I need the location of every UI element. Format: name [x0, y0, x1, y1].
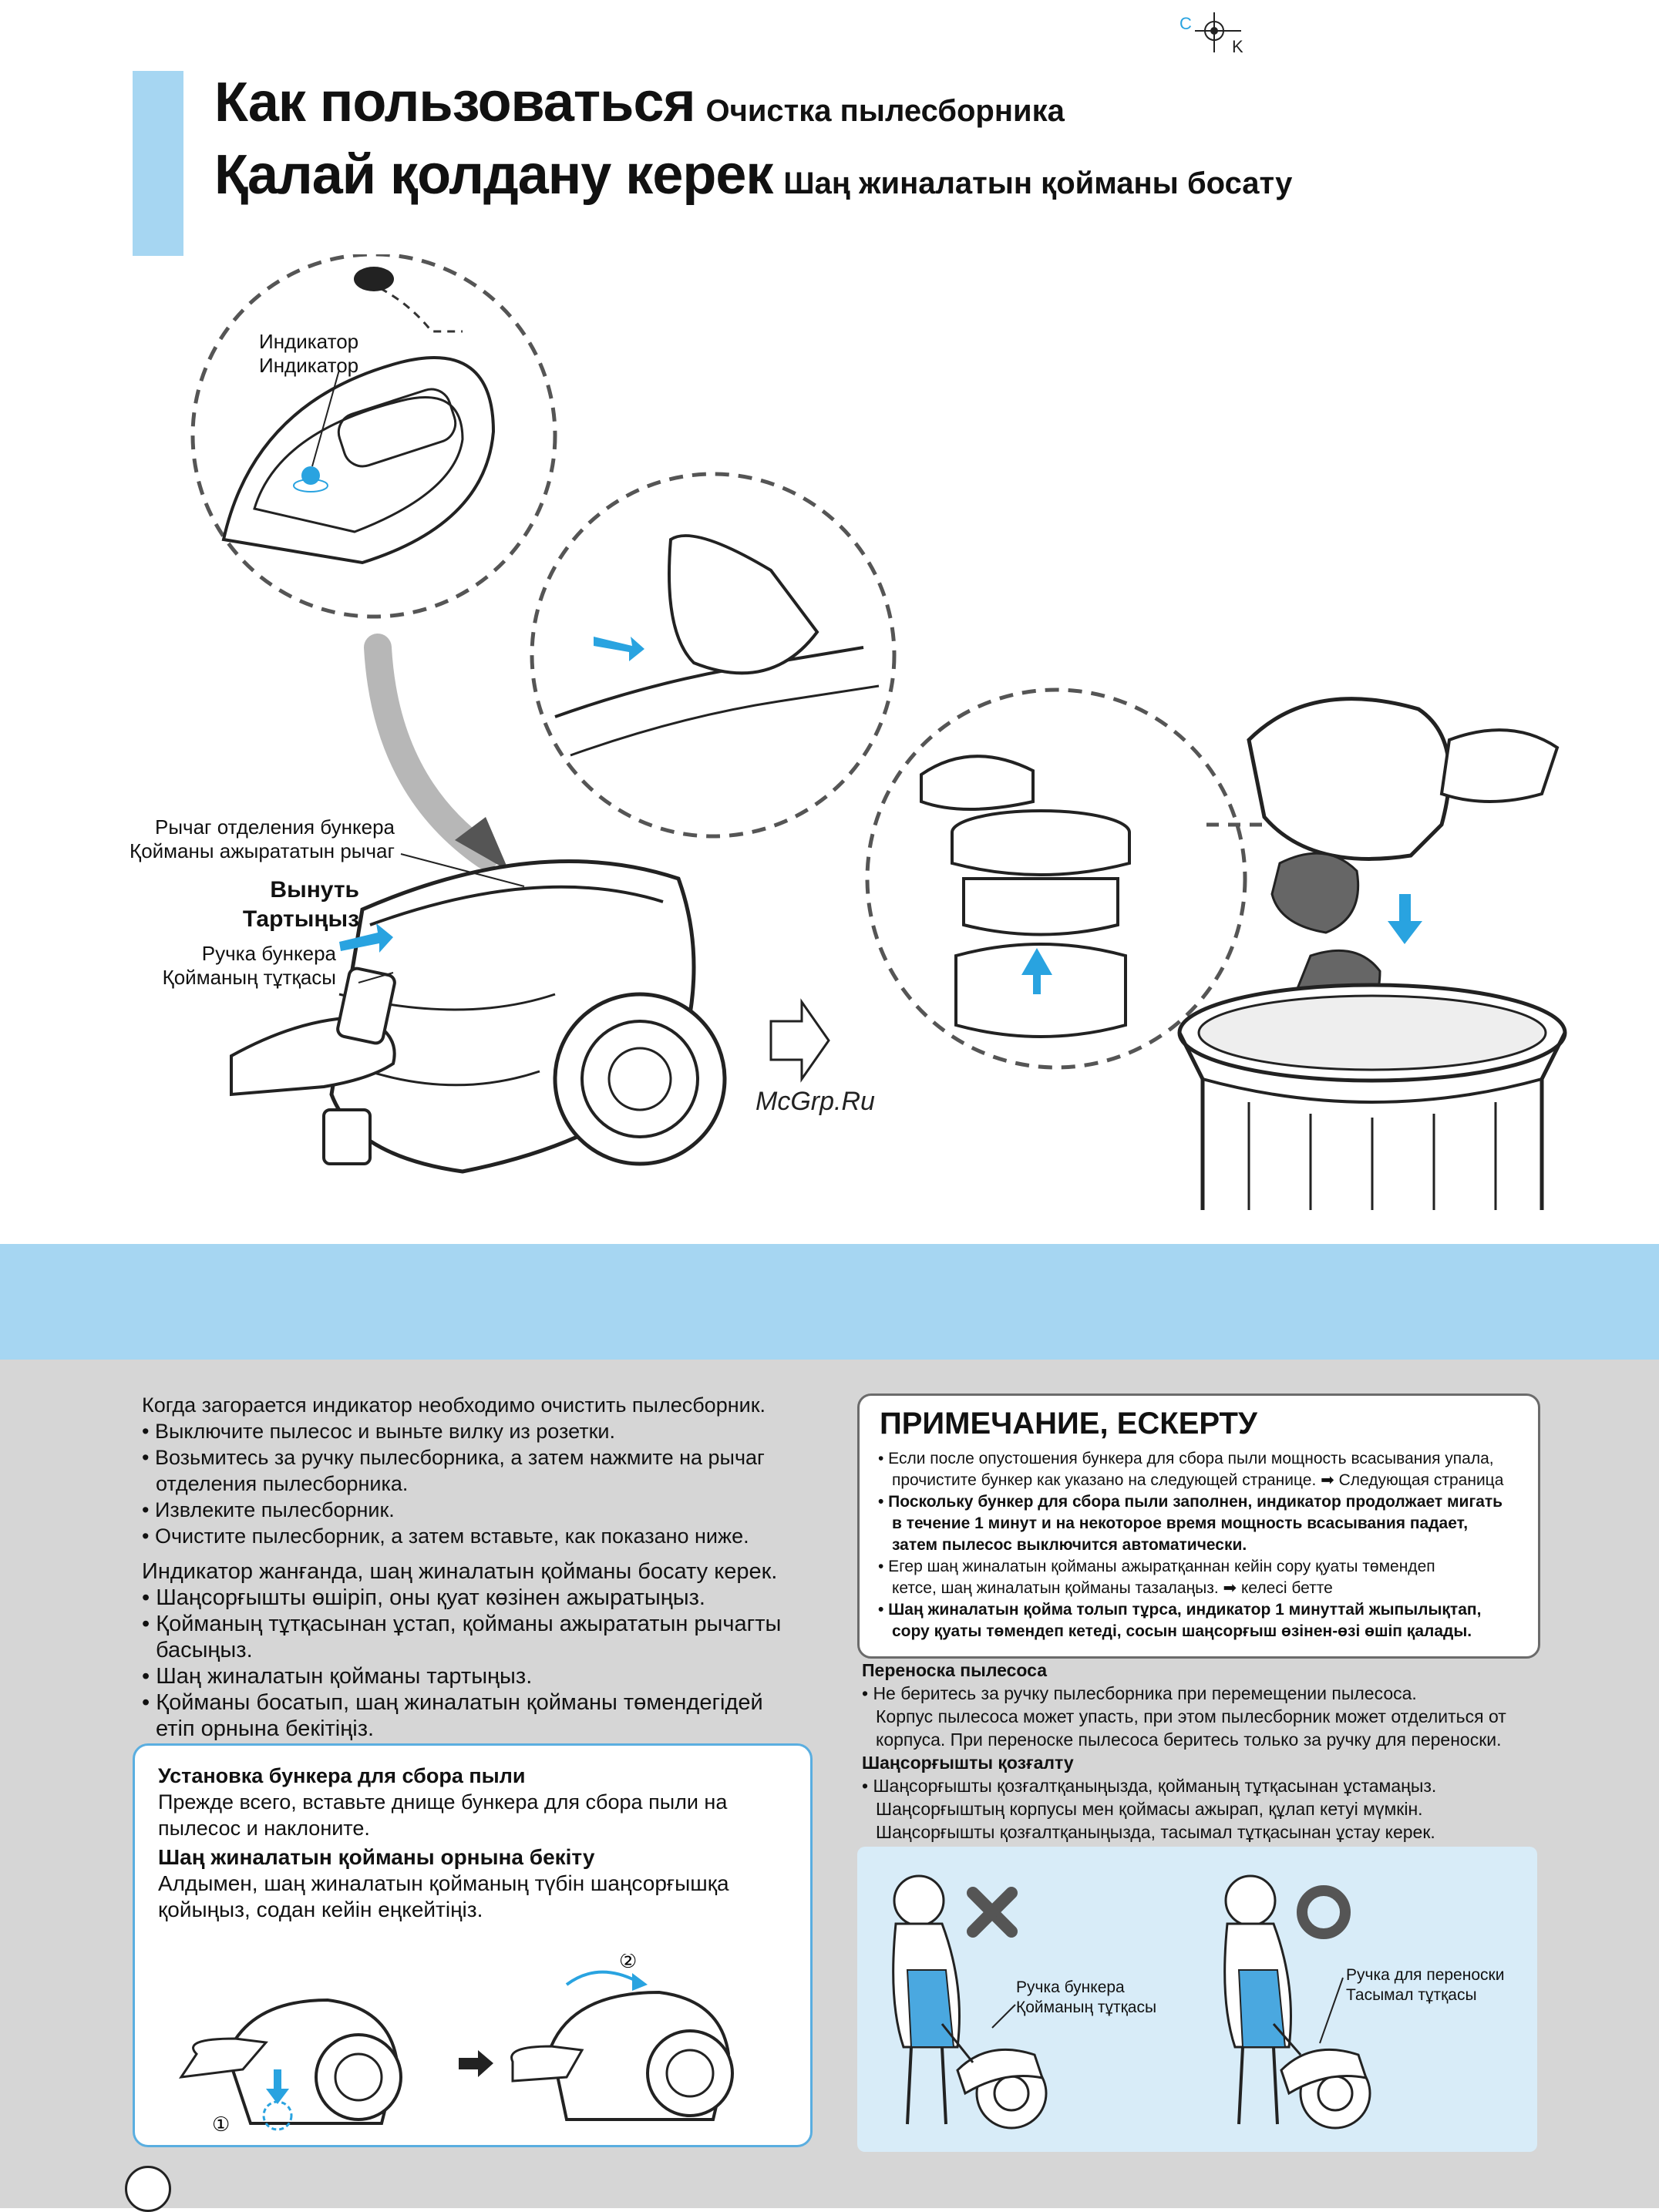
install-text-kz: қойыңыз, содан кейін еңкейтіңіз. — [158, 1898, 483, 1921]
bin-handle-label-ru: Ручка бункера — [201, 942, 336, 965]
install-steps-icon: ① ② — [178, 1954, 734, 2136]
dust-bin-removal-icon — [865, 687, 1247, 1070]
title-accent-bar — [133, 71, 183, 256]
trash-can-icon — [1177, 697, 1567, 1210]
remove-label: Вынуть Тартыңыз — [243, 876, 359, 934]
registration-mark-icon: C K — [1179, 12, 1243, 56]
title-ru-text: Как пользоваться — [214, 72, 695, 133]
carry-text: Переноска пылесоса • Не беритесь за ручк… — [862, 1659, 1506, 1844]
instruction-kz-line: • Қойманың тұтқасынан ұстап, қойманы ажы… — [142, 1612, 782, 1636]
note-line: • Поскольку бункер для сбора пыли заполн… — [878, 1493, 1503, 1511]
wrong-handle-label-kz: Қойманың тұтқасы — [1016, 1999, 1157, 2016]
install-text-ru: Прежде всего, вставьте днище бункера для… — [158, 1790, 728, 1814]
step-2-marker: ② — [619, 1954, 637, 1973]
indicator-label: Индикатор Индикатор — [259, 330, 359, 378]
right-carry-figure-icon — [1223, 1874, 1371, 2130]
carry-text-kz: • Шаңсорғышты қозғалтқаныңызда, қойманың… — [862, 1776, 1437, 1796]
wrong-carry-figure-icon — [892, 1874, 1048, 2130]
carry-illustration-box: Ручка бункера Қойманың тұтқасы Ручка для… — [857, 1847, 1537, 2152]
page-title-kz: Қалай қолдану керек Шаң жиналатын қойманы… — [214, 143, 1292, 207]
note-line: • Шаң жиналатын қойма толып тұрса, индик… — [878, 1601, 1482, 1619]
indicator-label-ru: Индикатор — [259, 330, 359, 353]
carry-text-kz: Шаңсорғышты қозғалтқаныңызда, тасымал тұ… — [876, 1822, 1435, 1842]
dust-bin-illustration — [190, 254, 1567, 1210]
subtitle-ru-text: Очистка пылесборника — [705, 94, 1065, 128]
instruction-kz-line: етіп орнына бекітіңіз. — [156, 1716, 375, 1741]
instruction-ru-line: отделения пылесборника. — [156, 1472, 409, 1495]
lever-label-kz: Қойманы ажырататын рычаг — [130, 839, 395, 862]
subtitle-kz-text: Шаң жиналатын қойманы босату — [783, 166, 1293, 200]
instructions-kz: Индикатор жанғанда, шаң жиналатын қойман… — [142, 1558, 781, 1742]
note-line: • Егер шаң жиналатын қойманы ажыратқанна… — [878, 1558, 1435, 1575]
instructions-ru: Когда загорается индикатор необходимо оч… — [142, 1392, 766, 1549]
wrong-handle-label-ru: Ручка бункера — [1016, 1978, 1125, 1996]
carry-handle-label: Ручка для переноски Тасымал тұтқасы — [1346, 1965, 1504, 2005]
carry-heading-ru: Переноска пылесоса — [862, 1660, 1048, 1680]
install-bin-box: Установка бункера для сбора пыли Прежде … — [133, 1743, 813, 2147]
instruction-kz-line: Индикатор жанғанда, шаң жиналатын қойман… — [142, 1559, 778, 1584]
remove-label-kz: Тартыңыз — [242, 906, 359, 932]
bin-handle-label: Ручка бункера Қойманың тұтқасы — [163, 942, 336, 990]
carry-handle-label-kz: Тасымал тұтқасы — [1346, 1986, 1477, 2004]
indicator-label-kz: Индикатор — [259, 354, 359, 377]
instruction-ru-line: • Возьмитесь за ручку пылесборника, а за… — [142, 1446, 765, 1469]
carry-text-ru: • Не беритесь за ручку пылесборника при … — [862, 1683, 1417, 1703]
install-text-kz: Алдымен, шаң жиналатын қойманың түбін ша… — [158, 1871, 729, 1895]
note-line: • Если после опустошения бункера для сбо… — [878, 1450, 1494, 1467]
note-box: ПРИМЕЧАНИЕ, ЕСКЕРТУ • Если после опустош… — [857, 1393, 1540, 1659]
reg-c-letter: C — [1179, 14, 1192, 33]
carry-figures-icon — [892, 1874, 1371, 2130]
instruction-ru-line: Когда загорается индикатор необходимо оч… — [142, 1393, 766, 1417]
note-line: кетсе, шаң жиналатын қойманы тазалаңыз. … — [892, 1579, 1333, 1597]
lever-closeup-icon — [530, 472, 897, 839]
carry-text-ru: корпуса. При переноске пылесоса беритесь… — [876, 1730, 1502, 1750]
page-title-ru: Как пользоваться Очистка пылесборника — [214, 71, 1065, 134]
title-kz-text: Қалай қолдану керек — [214, 144, 773, 206]
install-heading-kz: Шаң жиналатын қойманы орнына бекіту — [158, 1845, 595, 1869]
instruction-ru-line: • Очистите пылесборник, а затем вставьте… — [142, 1525, 749, 1548]
step-1-marker: ① — [212, 2113, 230, 2136]
carry-handle-label-ru: Ручка для переноски — [1346, 1966, 1505, 1984]
carry-text-kz: Шаңсорғыштың корпусы мен қоймасы ажырап,… — [876, 1799, 1423, 1819]
reg-k-letter: K — [1232, 37, 1243, 56]
instruction-ru-line: • Выключите пылесос и выньте вилку из ро… — [142, 1420, 615, 1443]
wrong-handle-label: Ручка бункера Қойманың тұтқасы — [1016, 1978, 1156, 2018]
watermark: McGrp.Ru — [755, 1087, 875, 1116]
remove-label-ru: Вынуть — [270, 877, 359, 903]
bin-handle-label-kz: Қойманың тұтқасы — [162, 966, 336, 989]
instruction-kz-line: басыңыз. — [156, 1638, 253, 1662]
instruction-ru-line: • Извлеките пылесборник. — [142, 1498, 395, 1521]
note-line: затем пылесос выключится автоматически. — [892, 1536, 1247, 1554]
indicator-closeup-icon — [190, 254, 557, 619]
install-text: Установка бункера для сбора пыли Прежде … — [158, 1763, 729, 1923]
instruction-kz-line: • Қойманы босатып, шаң жиналатын қойманы… — [142, 1690, 763, 1715]
instruction-kz-line: • Шаң жиналатын қойманы тартыңыз. — [142, 1664, 533, 1689]
lever-label-ru: Рычаг отделения бункера — [155, 815, 395, 839]
install-heading-ru: Установка бункера для сбора пыли — [158, 1764, 526, 1787]
vacuum-cleaner-icon — [230, 859, 727, 1174]
instruction-kz-line: • Шаңсорғышты өшіріп, оны қуат көзінен а… — [142, 1585, 705, 1610]
install-text-ru: пылесос и наклоните. — [158, 1817, 370, 1840]
page-number-marker — [125, 2166, 171, 2212]
carry-text-ru: Корпус пылесоса может упасть, при этом п… — [876, 1706, 1506, 1726]
carry-heading-kz: Шаңсорғышты қозғалту — [862, 1753, 1074, 1773]
lever-label: Рычаг отделения бункера Қойманы ажыратат… — [130, 815, 395, 863]
note-line: прочистите бункер как указано на следующ… — [892, 1471, 1504, 1489]
blue-band — [0, 1244, 1659, 1360]
note-title: ПРИМЕЧАНИЕ, ЕСКЕРТУ — [880, 1407, 1257, 1440]
note-line: в течение 1 минут и на некоторое время м… — [892, 1514, 1469, 1532]
note-text: • Если после опустошения бункера для сбо… — [878, 1448, 1503, 1642]
note-line: сору қуаты төмендеп кетеді, сосын шаңсор… — [892, 1622, 1472, 1640]
